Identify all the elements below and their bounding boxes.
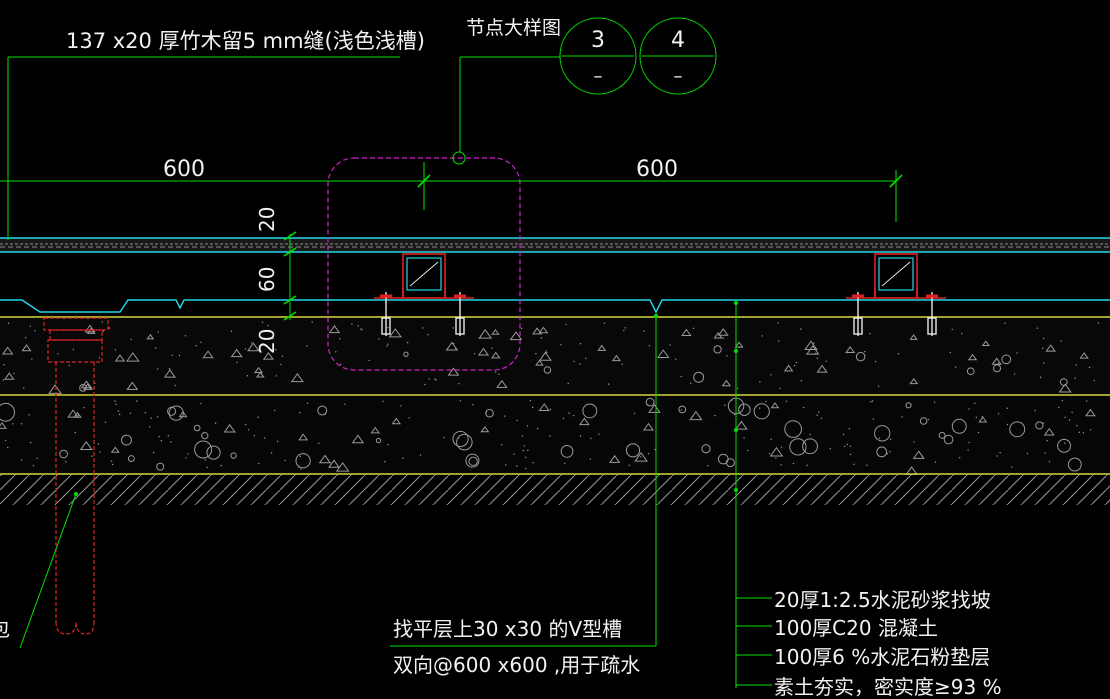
dimension-keel-height: 60 (255, 267, 279, 292)
leader-dots (74, 301, 738, 496)
drain-pipe (43, 317, 109, 635)
v-groove-note-line2: 双向@600 x600 ,用于疏水 (393, 653, 640, 677)
detail-ref-number-4: 4 (671, 28, 685, 53)
concrete-layer (0, 318, 1110, 396)
stone-powder-layer (0, 396, 1110, 475)
board-note-label: 137 x20 厚竹木留5 mm缝(浅色浅槽) (66, 29, 425, 53)
v-groove-note-line1: 找平层上30 x30 的V型槽 (393, 617, 622, 641)
detail-ref-sheet-4: – (674, 66, 683, 87)
compacted-soil-layer (0, 475, 1110, 505)
detail-title-label: 节点大样图 (466, 17, 561, 39)
bamboo-board-layer (0, 237, 1110, 253)
leveling-layer-surface (0, 299, 1110, 318)
detail-ref-sheet-3: – (594, 66, 603, 87)
keel-left (374, 253, 474, 336)
leader-lines (0, 17, 903, 688)
pipe-tag-label: 包 (0, 617, 10, 641)
layer-label-1: 20厚1:2.5水泥砂浆找坡 (774, 588, 991, 612)
layer-label-2: 100厚C20 混凝土 (774, 616, 938, 640)
detail-callout-box (327, 157, 521, 371)
dimension-screed-thickness: 20 (255, 329, 279, 354)
layer-label-4: 素土夯实，密实度≥93 % (774, 675, 1002, 699)
detail-ref-number-3: 3 (591, 28, 605, 53)
dimension-board-thickness: 20 (255, 207, 279, 232)
keel-right (846, 253, 946, 336)
layer-label-3: 100厚6 %水泥石粉垫层 (774, 645, 990, 669)
dimension-left: 600 (163, 157, 205, 182)
dimension-right: 600 (636, 157, 678, 182)
